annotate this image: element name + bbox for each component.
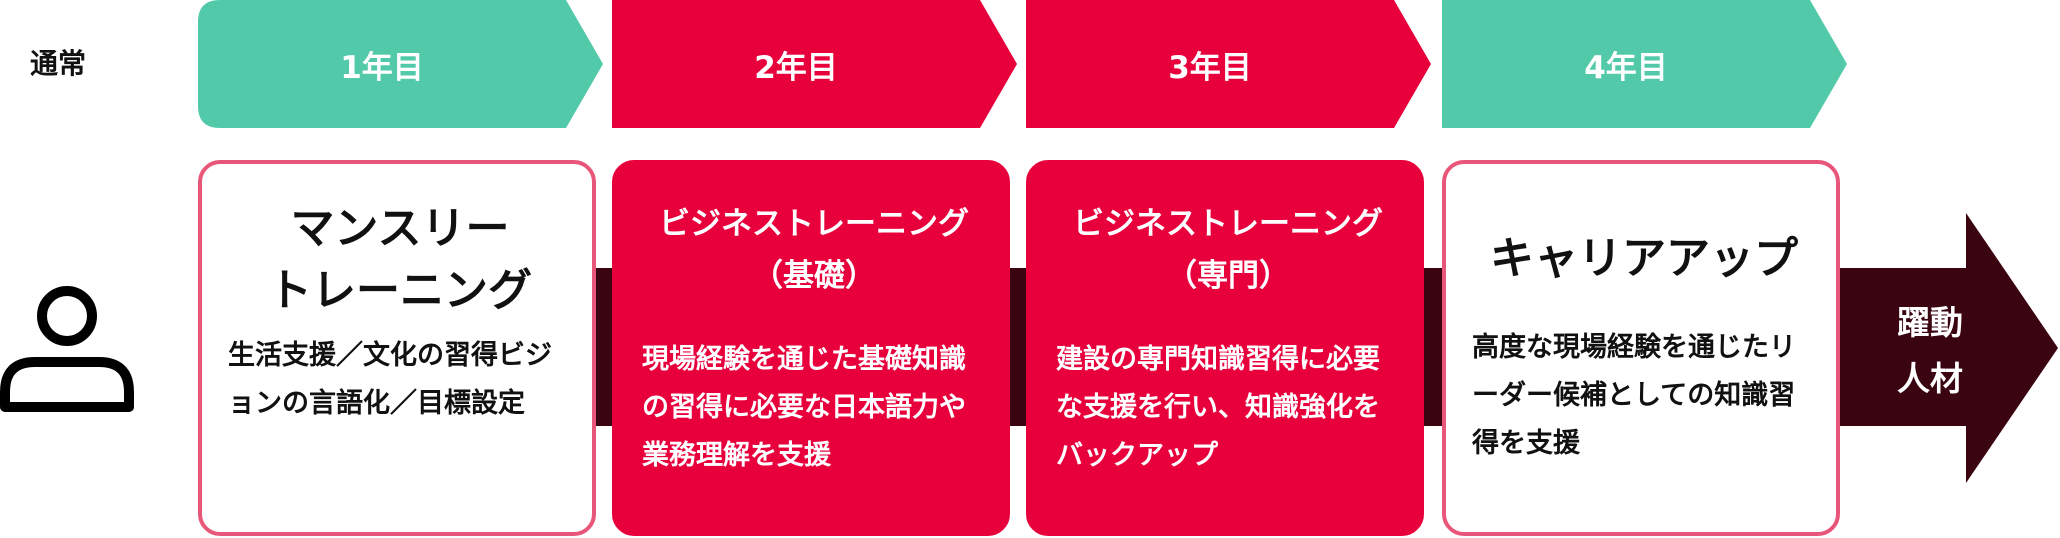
year-chevron-4: 4年目 xyxy=(1442,0,1850,128)
year-label-4: 4年目 xyxy=(1584,49,1668,86)
final-arrow xyxy=(1836,213,2058,483)
stage-body-4: 高度な現場経験を通じたリーダー候補としての知識習得を支援 xyxy=(1472,332,1796,459)
stage-title-3: ビジネストレーニング （専門） xyxy=(1073,206,1383,294)
stage-title-4: キャリアアップ xyxy=(1490,233,1798,284)
stage-title-1: マンスリー トレーニング xyxy=(268,203,532,316)
year-chevron-1: 1年目 xyxy=(198,0,606,128)
stage-body-1: 生活支援／文化の習得ビジョンの言語化／目標設定 xyxy=(228,340,552,419)
stage-card-3: ビジネストレーニング （専門） 建設の専門知識習得に必要な支援を行い、知識強化を… xyxy=(1026,160,1424,536)
year-label-1: 1年目 xyxy=(340,49,424,86)
person-icon xyxy=(0,286,134,412)
year-chevron-3: 3年目 xyxy=(1026,0,1434,128)
stage-card-4: キャリアアップ 高度な現場経験を通じたリーダー候補としての知識習得を支援 xyxy=(1442,160,1840,536)
final-label-line1: 躍動 xyxy=(1897,303,1963,342)
year-label-3: 3年目 xyxy=(1168,49,1252,86)
stage-card-1: マンスリー トレーニング 生活支援／文化の習得ビジョンの言語化／目標設定 xyxy=(198,160,596,536)
stage-title-2: ビジネストレーニング （基礎） xyxy=(659,206,969,294)
stage-body-2: 現場経験を通じた基礎知識の習得に必要な日本語力や業務理解を支援 xyxy=(642,344,966,471)
row-label: 通常 xyxy=(30,47,87,80)
year-label-2: 2年目 xyxy=(754,49,838,86)
year-chevron-2: 2年目 xyxy=(612,0,1020,128)
final-label: 躍動 人材 xyxy=(1850,295,2010,407)
stage-card-2: ビジネストレーニング （基礎） 現場経験を通じた基礎知識の習得に必要な日本語力や… xyxy=(612,160,1010,536)
final-label-line2: 人材 xyxy=(1897,359,1963,398)
stage-body-3: 建設の専門知識習得に必要な支援を行い、知識強化をバックアップ xyxy=(1056,344,1380,471)
